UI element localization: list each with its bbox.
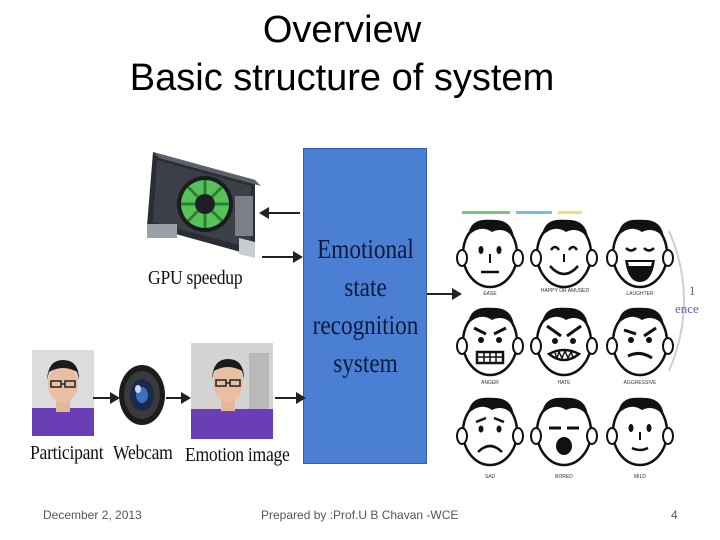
emotion-recognition-system-box: Emotional state recognition system	[303, 148, 427, 464]
participant-photo	[32, 350, 94, 436]
arrow-box-to-faces	[427, 288, 462, 300]
arrow-webcam-to-emotion-image	[166, 392, 191, 404]
face-caption-hate: HATE	[557, 380, 571, 386]
slide-title: Overview	[262, 9, 422, 51]
face-hate-icon	[529, 306, 599, 377]
webcam-label: Webcam	[113, 442, 173, 464]
face-sad-icon	[456, 396, 525, 467]
partial-circle	[668, 230, 685, 372]
arrow-emotion-image-to-box	[275, 392, 306, 404]
face-caption-ease: EASE	[483, 291, 497, 297]
box-line-1: Emotional	[316, 234, 414, 264]
face-caption-laughter: LAUGHTER	[626, 291, 654, 297]
arrow-box-to-gpu	[259, 207, 300, 219]
arrow-participant-to-webcam	[93, 392, 120, 404]
face-caption-anger: ANGER	[481, 380, 499, 386]
arrow-gpu-to-box	[262, 251, 303, 263]
box-line-2: state	[343, 272, 387, 302]
faces-color-strip	[462, 211, 582, 214]
emotion-faces-grid	[456, 218, 674, 467]
face-anger-icon	[456, 306, 525, 377]
face-caption-aggressive: AGGRESSIVE	[623, 380, 657, 386]
face-caption-bored: BORED	[555, 474, 573, 480]
face-caption-happy: HAPPY OR AMUSED	[540, 288, 590, 294]
partial-text: ence	[675, 301, 699, 316]
face-ease-icon	[456, 218, 525, 289]
partial-number: 1	[689, 283, 696, 298]
face-mild-icon	[605, 396, 674, 467]
webcam-image	[119, 365, 165, 425]
footer-date: December 2, 2013	[43, 508, 142, 522]
gpu-label: GPU speedup	[148, 267, 243, 289]
face-caption-mild: MILD	[634, 474, 646, 480]
face-happy-icon	[529, 218, 599, 289]
face-laughter-icon	[605, 218, 674, 289]
gpu-card-image	[147, 152, 261, 258]
emotion-image-photo	[191, 343, 273, 439]
footer-credit: Prepared by :Prof.U B Chavan -WCE	[261, 508, 459, 522]
participant-label: Participant	[30, 442, 104, 464]
box-line-4: system	[332, 348, 398, 378]
face-aggressive-icon	[605, 306, 674, 377]
face-bored-icon	[529, 396, 599, 467]
slide-subtitle: Basic structure of system	[129, 57, 555, 99]
face-caption-sad: SAD	[484, 474, 496, 480]
box-line-3: recognition	[312, 310, 418, 340]
emotion-image-label: Emotion image	[185, 444, 290, 466]
page-number: 4	[671, 508, 678, 522]
